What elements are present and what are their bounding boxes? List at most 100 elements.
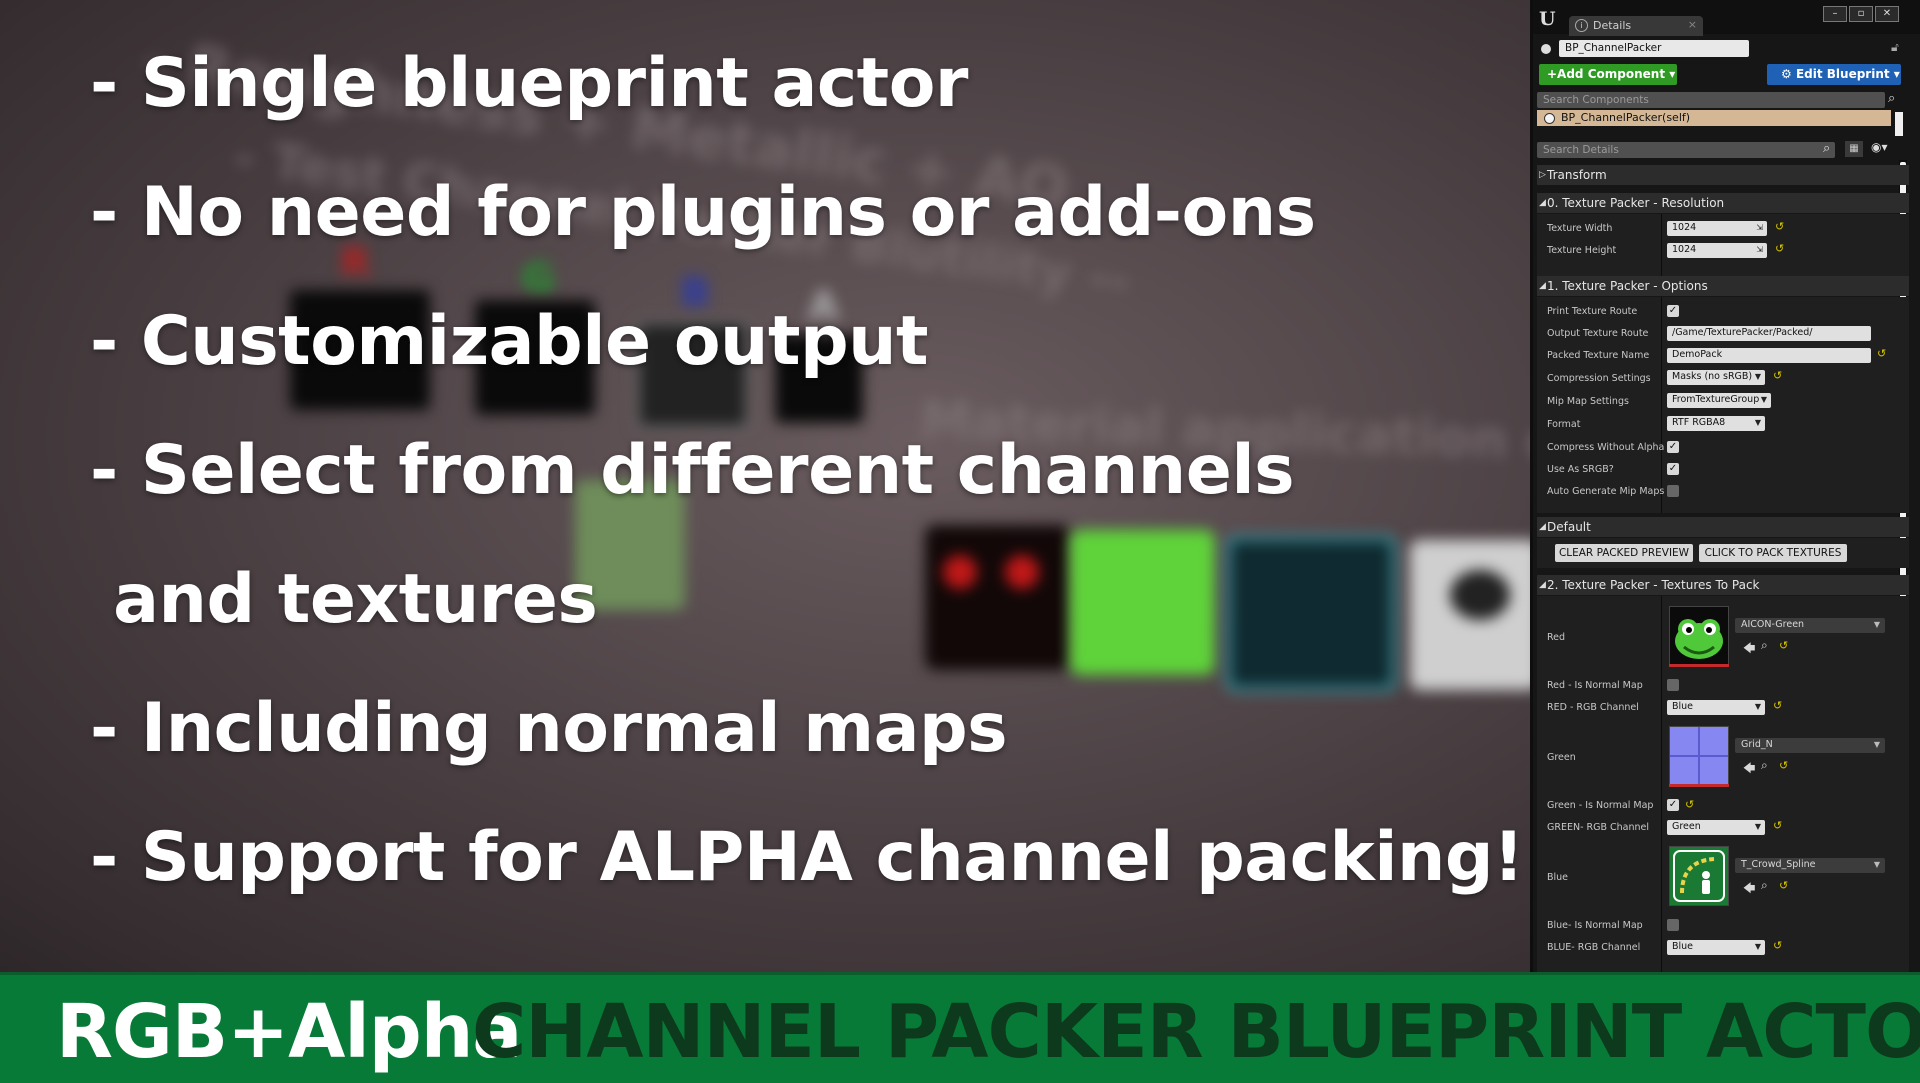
edit-blueprint-button[interactable]: ⚙ Edit Blueprint ▾ <box>1767 64 1901 85</box>
collapse-arrow-icon: ◢ <box>1539 281 1546 291</box>
reset-to-default-icon[interactable]: ↺ <box>1773 939 1783 952</box>
reset-to-default-icon[interactable]: ↺ <box>1685 798 1695 811</box>
section-resolution[interactable]: ◢ 0. Texture Packer - Resolution <box>1537 193 1909 213</box>
lock-icon[interactable]: 🔓︎ <box>1891 40 1899 54</box>
red-texture-label: Red <box>1547 632 1566 643</box>
red-rgb-channel-dropdown[interactable]: Blue▼ <box>1667 700 1765 715</box>
search-icon: ⌕ <box>1888 91 1896 106</box>
mip-map-settings-dropdown[interactable]: FromTextureGroup▼ <box>1667 393 1771 408</box>
green-rgb-channel-value: Green <box>1672 821 1701 832</box>
format-dropdown[interactable]: RTF RGBA8 ▼ <box>1667 416 1765 431</box>
reset-to-default-icon[interactable]: ↺ <box>1773 369 1783 382</box>
blue-is-normal-map-checkbox[interactable] <box>1667 919 1679 931</box>
red-asset-value: AICON-Green <box>1741 619 1805 630</box>
component-list-scrollbar[interactable] <box>1895 112 1903 136</box>
use-selected-arrow-icon[interactable]: 🡄︎ <box>1743 761 1756 775</box>
green-asset-dropdown[interactable]: Grid_N▼ <box>1735 738 1885 753</box>
blue-rgb-channel-label: BLUE- RGB Channel <box>1547 942 1641 953</box>
feature-item: and textures <box>90 560 598 639</box>
add-component-button[interactable]: +Add Component ▾ <box>1539 64 1677 85</box>
auto-generate-mip-maps-checkbox[interactable] <box>1667 485 1679 497</box>
blue-texture-thumbnail[interactable] <box>1669 846 1729 906</box>
column-divider <box>1661 214 1662 276</box>
section-default[interactable]: ◢ Default <box>1537 517 1909 537</box>
frog-icon <box>1670 607 1728 665</box>
spin-icon[interactable]: ⇲ <box>1756 223 1763 232</box>
actor-name-field[interactable]: BP_ChannelPacker <box>1559 40 1749 57</box>
reset-to-default-icon[interactable]: ↺ <box>1779 879 1789 892</box>
feature-item: - Including normal maps <box>90 689 1008 768</box>
green-rgb-channel-label: GREEN- RGB Channel <box>1547 822 1650 833</box>
reset-to-default-icon[interactable]: ↺ <box>1877 347 1887 360</box>
reset-to-default-icon[interactable]: ↺ <box>1775 242 1785 255</box>
component-self-row[interactable]: BP_ChannelPacker(self) <box>1537 110 1891 126</box>
section-transform[interactable]: ▷ Transform <box>1537 165 1909 185</box>
ghost-cube-green <box>1070 530 1215 675</box>
tab-details-label: Details <box>1593 19 1632 32</box>
ghost-letter-b: B <box>680 270 711 316</box>
browse-search-icon[interactable]: ⌕ <box>1761 638 1768 652</box>
green-rgb-channel-dropdown[interactable]: Green▼ <box>1667 820 1765 835</box>
search-components-input[interactable]: Search Components <box>1537 92 1885 108</box>
eye-visibility-icon[interactable]: ◉▾ <box>1871 140 1888 154</box>
use-selected-arrow-icon[interactable]: 🡄︎ <box>1743 641 1756 655</box>
compression-settings-dropdown[interactable]: Masks (no sRGB)▼ <box>1667 370 1765 385</box>
section-textures-to-pack[interactable]: ◢ 2. Texture Packer - Textures To Pack <box>1537 575 1909 595</box>
use-as-srgb-label: Use As SRGB? <box>1547 464 1614 475</box>
click-to-pack-textures-button[interactable]: CLICK TO PACK TEXTURES <box>1699 544 1847 562</box>
chevron-down-icon: ▼ <box>1754 418 1761 427</box>
section-resolution-label: 0. Texture Packer - Resolution <box>1547 196 1725 210</box>
unreal-logo-icon: U <box>1539 8 1556 30</box>
ghost-cube-black <box>925 525 1070 670</box>
tab-close-icon[interactable]: × <box>1687 18 1697 31</box>
ghost-letter-g: G <box>522 256 555 302</box>
feature-item: - No need for plugins or add-ons <box>90 173 1316 252</box>
chevron-down-icon: ▼ <box>1760 395 1767 404</box>
tab-details[interactable]: i Details × <box>1569 16 1703 36</box>
collapse-arrow-icon: ◢ <box>1539 580 1546 590</box>
reset-to-default-icon[interactable]: ↺ <box>1775 220 1785 233</box>
clear-packed-preview-button[interactable]: CLEAR PACKED PREVIEW <box>1555 544 1693 562</box>
red-asset-dropdown[interactable]: AICON-Green ▼ <box>1735 618 1885 633</box>
maximize-button[interactable]: ▫ <box>1849 6 1873 22</box>
reset-to-default-icon[interactable]: ↺ <box>1773 699 1783 712</box>
red-rgb-channel-label: RED - RGB Channel <box>1547 702 1639 713</box>
reset-to-default-icon[interactable]: ↺ <box>1779 639 1789 652</box>
print-texture-route-checkbox[interactable]: ✓ <box>1667 305 1679 317</box>
green-texture-thumbnail[interactable] <box>1669 726 1729 786</box>
texture-height-input[interactable]: 1024 ⇲ <box>1667 243 1767 258</box>
close-window-button[interactable]: ✕ <box>1875 6 1899 22</box>
search-details-input[interactable]: Search Details <box>1537 142 1835 158</box>
section-options[interactable]: ◢ 1. Texture Packer - Options <box>1537 276 1909 296</box>
use-selected-arrow-icon[interactable]: 🡄︎ <box>1743 881 1756 895</box>
red-is-normal-map-checkbox[interactable] <box>1667 679 1679 691</box>
component-icon <box>1544 113 1555 124</box>
reset-to-default-icon[interactable]: ↺ <box>1773 819 1783 832</box>
texture-width-input[interactable]: 1024 ⇲ <box>1667 221 1767 236</box>
blue-rgb-channel-dropdown[interactable]: Blue▼ <box>1667 940 1765 955</box>
browse-search-icon[interactable]: ⌕ <box>1761 878 1768 892</box>
section-options-label: 1. Texture Packer - Options <box>1547 279 1708 293</box>
output-texture-route-input[interactable]: /Game/TexturePacker/Packed/ <box>1667 326 1871 341</box>
browse-search-icon[interactable]: ⌕ <box>1761 758 1768 772</box>
chevron-down-icon: ▼ <box>1754 942 1761 951</box>
blue-asset-dropdown[interactable]: T_Crowd_Spline▼ <box>1735 858 1885 873</box>
chevron-down-icon: ▼ <box>1873 740 1880 749</box>
format-value: RTF RGBA8 <box>1672 417 1726 428</box>
property-matrix-icon[interactable]: ▦ <box>1845 141 1863 157</box>
texture-height-value: 1024 <box>1672 244 1697 255</box>
use-as-srgb-checkbox[interactable]: ✓ <box>1667 463 1679 475</box>
reset-to-default-icon[interactable]: ↺ <box>1779 759 1789 772</box>
minimize-button[interactable]: – <box>1823 6 1847 22</box>
bottom-banner: RGB+Alpha CHANNEL PACKER BLUEPRINT ACTOR <box>0 972 1920 1083</box>
red-texture-thumbnail[interactable] <box>1669 606 1729 666</box>
chevron-down-icon: ▼ <box>1873 620 1880 629</box>
texture-width-value: 1024 <box>1672 222 1697 233</box>
spin-icon[interactable]: ⇲ <box>1756 245 1763 254</box>
blurred-scene-background: - Roughness + Metallic + AO - Test Chann… <box>0 0 1530 972</box>
packed-texture-name-input[interactable]: DemoPack <box>1667 348 1871 363</box>
compress-without-alpha-checkbox[interactable]: ✓ <box>1667 441 1679 453</box>
banner-title-left: RGB+Alpha <box>56 989 522 1075</box>
green-is-normal-map-checkbox[interactable]: ✓ <box>1667 799 1679 811</box>
ghost-letter-r: R <box>340 240 371 286</box>
